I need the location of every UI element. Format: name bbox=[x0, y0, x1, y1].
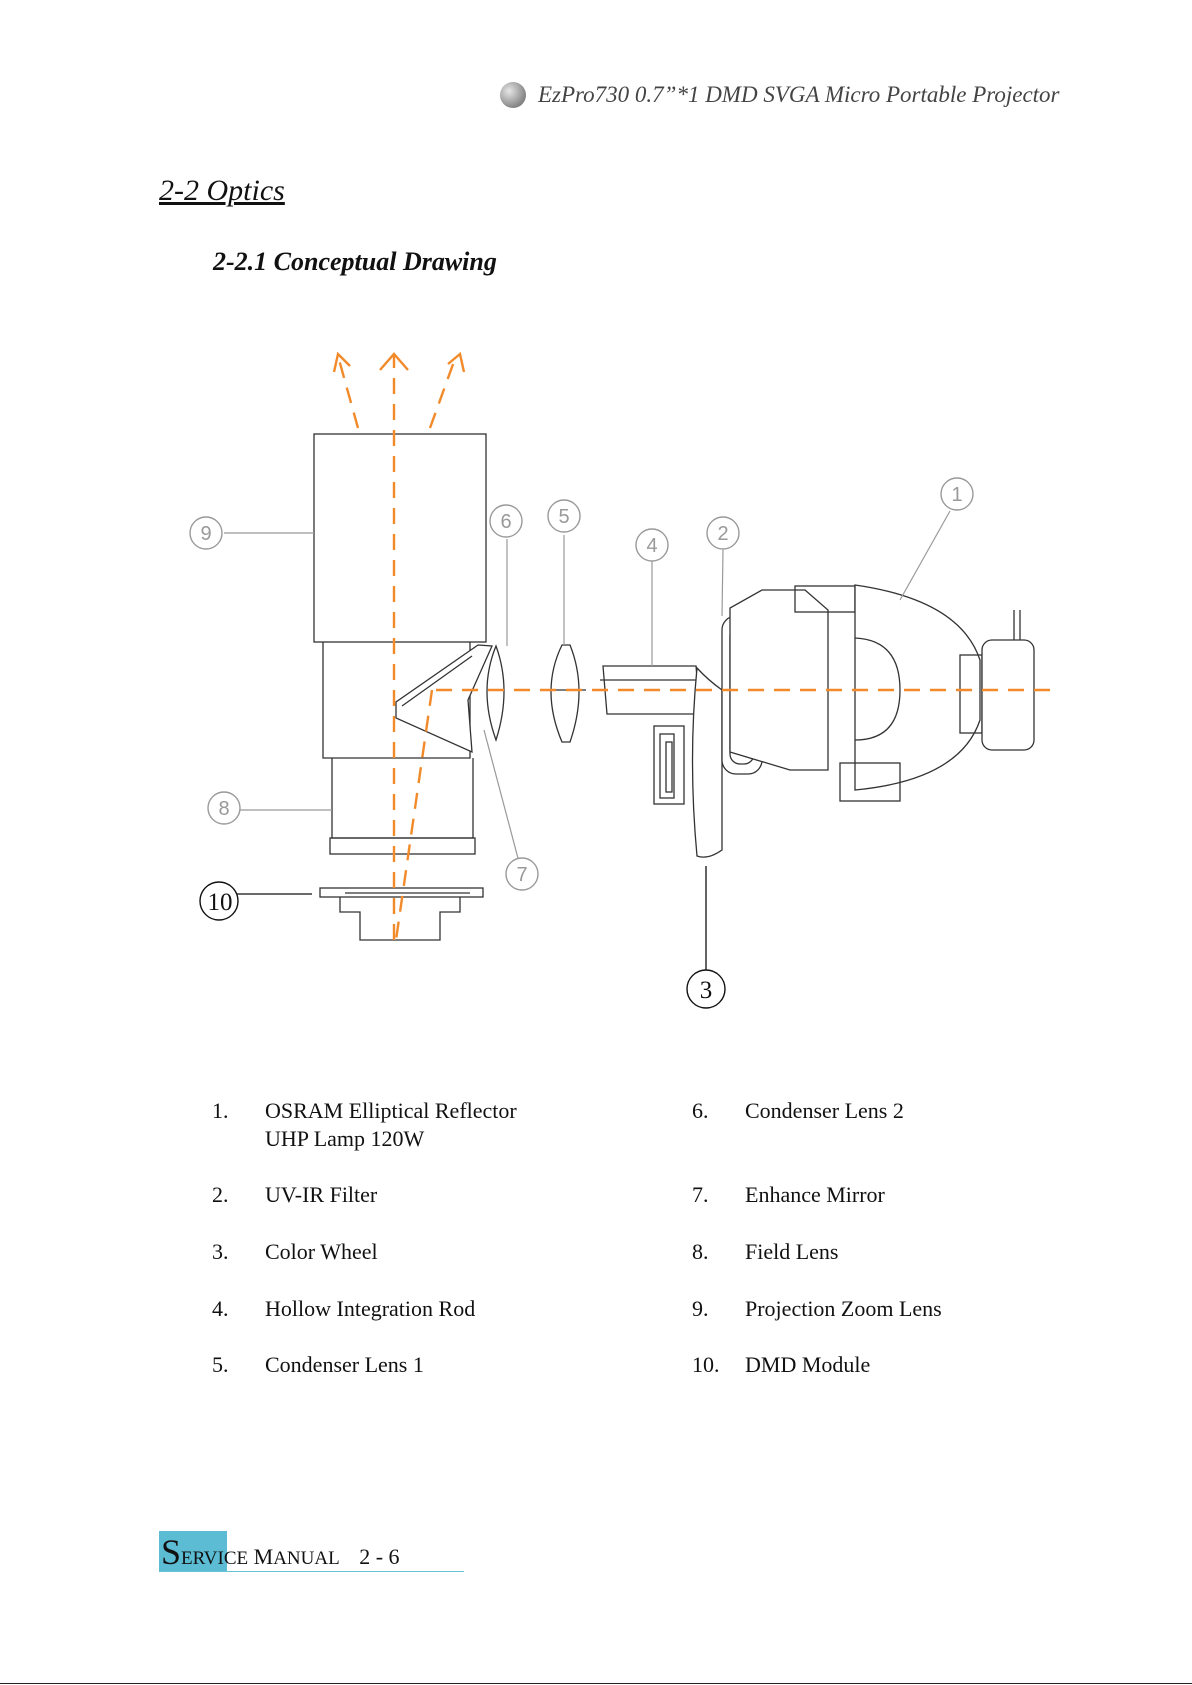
bullet-ball-icon bbox=[500, 82, 526, 108]
legend-number: 4. bbox=[212, 1296, 229, 1321]
callout-5: 5 bbox=[558, 506, 569, 528]
header-title: EzPro730 0.7”*1 DMD SVGA Micro Portable … bbox=[538, 82, 1060, 107]
subsection-title: 2-2.1 Conceptual Drawing bbox=[213, 247, 497, 276]
legend-number: 2. bbox=[212, 1182, 229, 1207]
dmd-module-body bbox=[339, 897, 461, 941]
condenser-lens-2 bbox=[486, 644, 505, 743]
field-lens bbox=[331, 758, 474, 839]
callout-8: 8 bbox=[218, 798, 229, 820]
light-path-reflected bbox=[394, 689, 434, 941]
callout-6: 6 bbox=[500, 511, 511, 533]
page-number: 2 - 6 bbox=[359, 1544, 400, 1569]
color-wheel bbox=[691, 666, 723, 858]
legend-label: DMD Module bbox=[745, 1352, 871, 1377]
condenser-lens-1 bbox=[550, 644, 580, 743]
legend-number: 6. bbox=[692, 1098, 709, 1123]
legend-label: UV-IR Filter bbox=[265, 1182, 378, 1207]
arrowhead-center bbox=[379, 352, 409, 371]
legend-number: 10. bbox=[692, 1352, 720, 1377]
legend-number: 5. bbox=[212, 1352, 229, 1377]
footer-rest-m: ANUAL bbox=[273, 1548, 340, 1569]
legend-label: Condenser Lens 2 bbox=[745, 1098, 904, 1123]
footer-accent-block bbox=[159, 1531, 227, 1571]
callout-4: 4 bbox=[646, 535, 657, 557]
callout-7: 7 bbox=[516, 864, 527, 886]
legend-number: 3. bbox=[212, 1239, 229, 1264]
arrowhead-left bbox=[332, 351, 351, 373]
arrowhead-right bbox=[447, 351, 466, 373]
callout-1: 1 bbox=[951, 484, 962, 506]
legend-label-line2: UHP Lamp 120W bbox=[265, 1126, 425, 1151]
legend-number: 1. bbox=[212, 1098, 229, 1123]
footer-cap-s: S bbox=[161, 1532, 182, 1572]
callout-9: 9 bbox=[200, 523, 211, 545]
legend-label: Projection Zoom Lens bbox=[745, 1296, 942, 1321]
optics-diagram: 9 8 6 5 4 2 1 7 10 3 bbox=[189, 351, 1050, 1009]
legend-number: 9. bbox=[692, 1296, 709, 1321]
legend-number: 7. bbox=[692, 1182, 709, 1207]
page-footer: SERVICE MANUAL 2 - 6 bbox=[159, 1531, 464, 1572]
legend-number: 8. bbox=[692, 1239, 709, 1264]
lens-barrel bbox=[322, 642, 471, 759]
legend-label: Hollow Integration Rod bbox=[265, 1296, 476, 1321]
legend-label: OSRAM Elliptical Reflector bbox=[265, 1098, 517, 1123]
lamp-housing bbox=[729, 589, 829, 771]
legend-label: Condenser Lens 1 bbox=[265, 1352, 424, 1377]
callout-10: 10 bbox=[208, 889, 233, 916]
legend-label: Color Wheel bbox=[265, 1239, 378, 1264]
callout-3: 3 bbox=[700, 977, 713, 1004]
legend-label: Enhance Mirror bbox=[745, 1182, 885, 1207]
footer-rest-s: ERVICE bbox=[181, 1548, 249, 1569]
callout-2: 2 bbox=[717, 523, 728, 545]
section-title: 2-2 Optics bbox=[159, 174, 285, 207]
page-bottom-border bbox=[0, 1683, 1192, 1684]
elliptical-reflector bbox=[854, 584, 981, 791]
enhance-mirror bbox=[395, 644, 493, 754]
footer-text: SERVICE MANUAL 2 - 6 bbox=[161, 1531, 400, 1573]
legend-label: Field Lens bbox=[745, 1239, 839, 1264]
running-header: EzPro730 0.7”*1 DMD SVGA Micro Portable … bbox=[500, 78, 1060, 112]
footer-cap-m: M bbox=[253, 1544, 274, 1569]
projection-zoom-lens bbox=[313, 433, 487, 643]
